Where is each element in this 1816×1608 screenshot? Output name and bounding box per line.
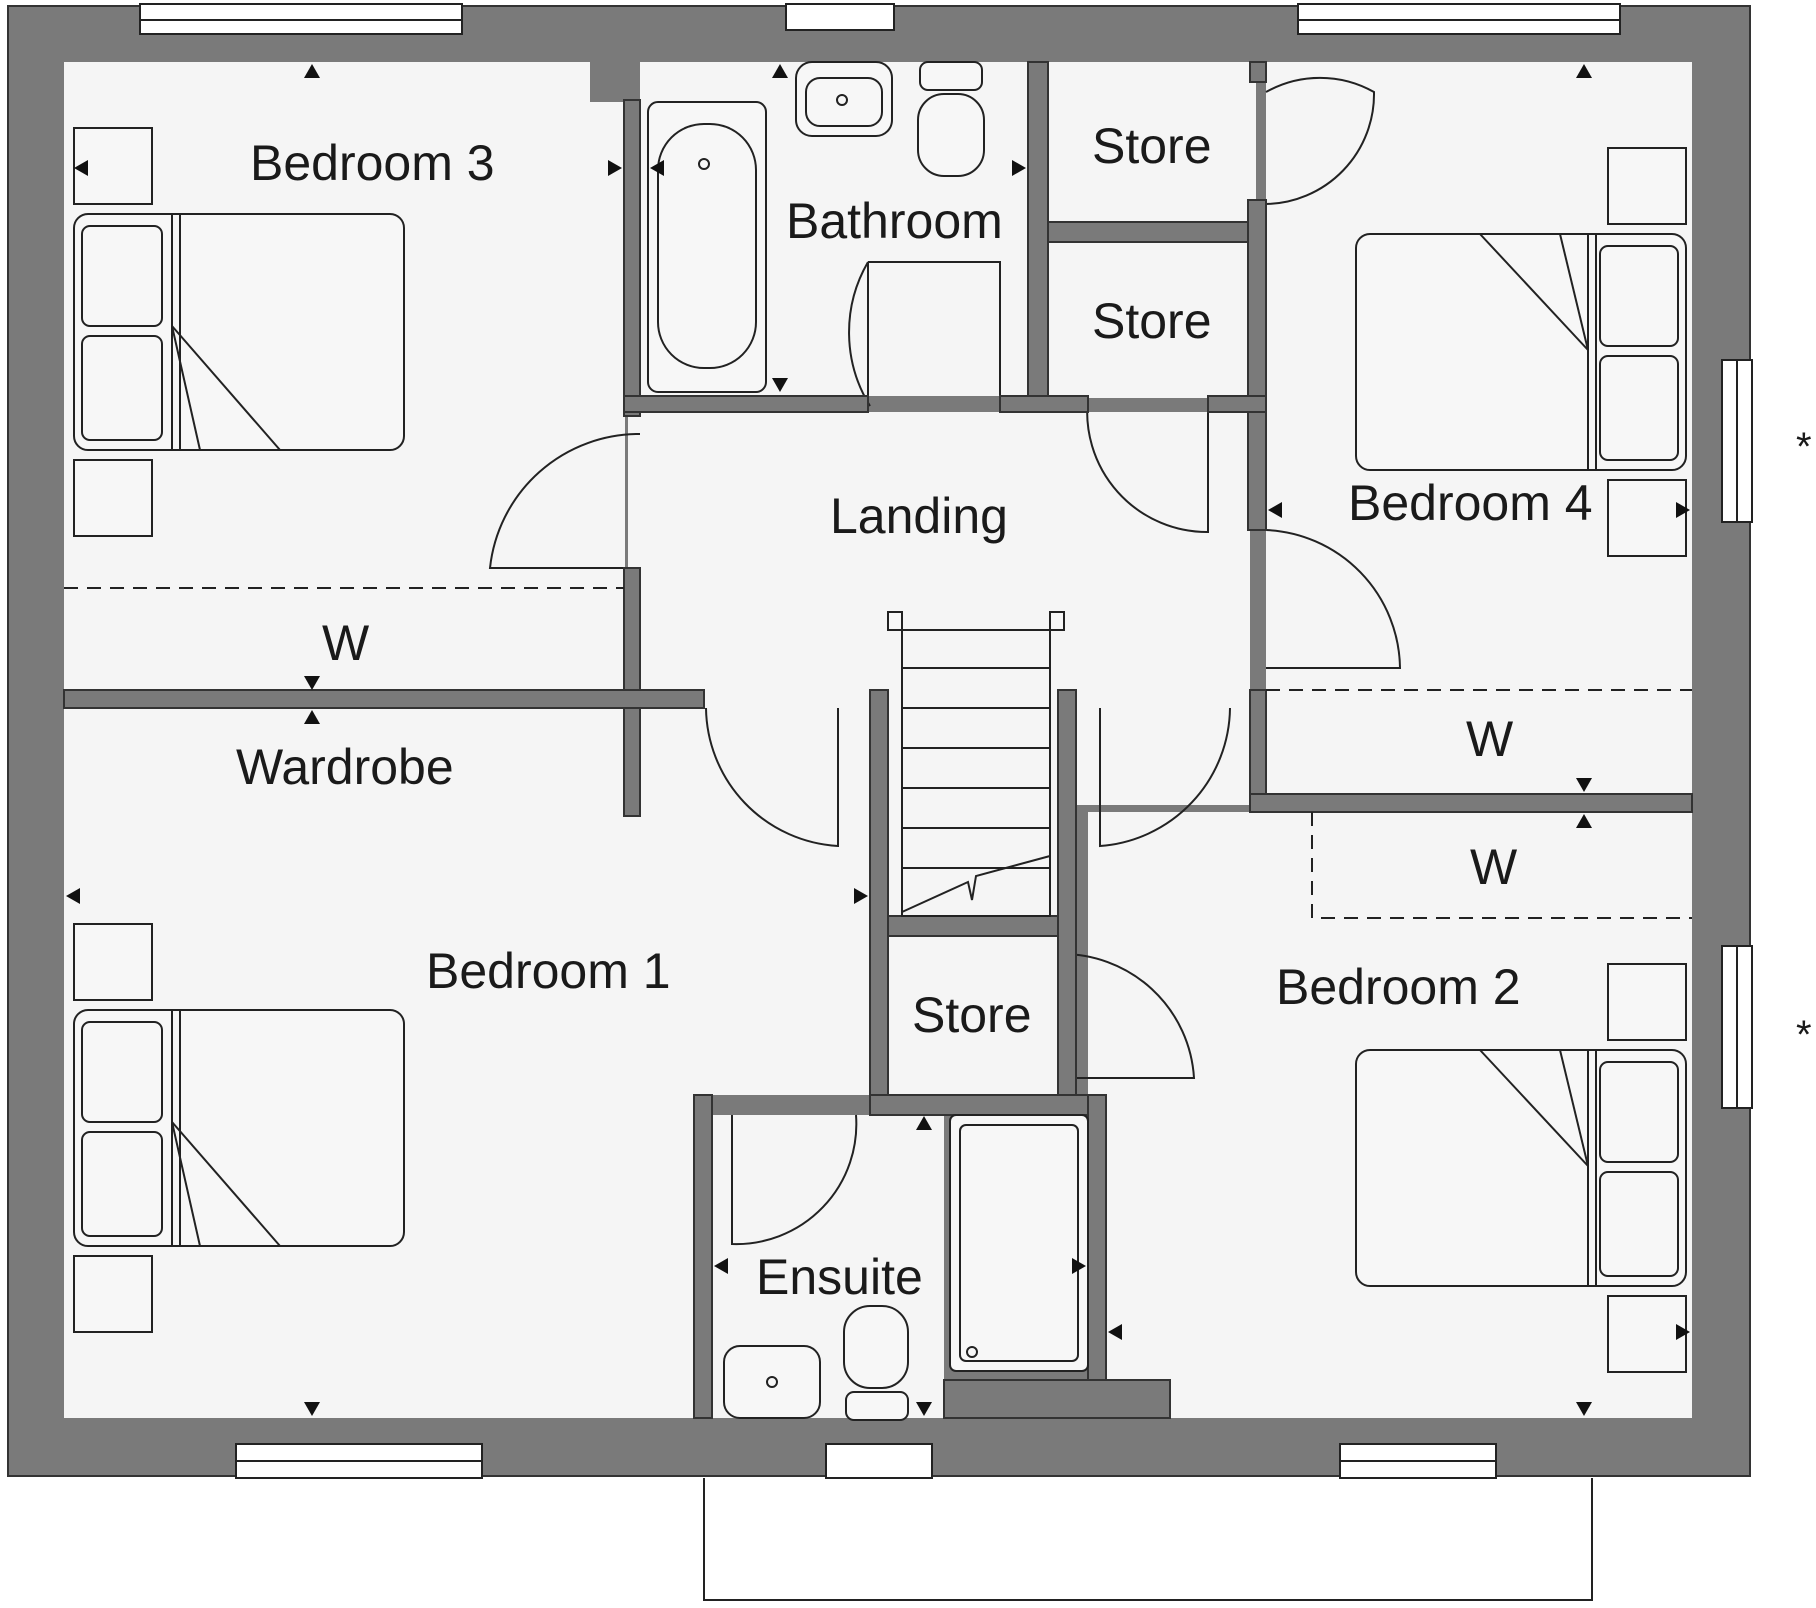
doors [488, 76, 1402, 1246]
pillow [81, 225, 163, 327]
label-bedroom-4: Bedroom 4 [1348, 475, 1593, 531]
staircase [887, 611, 1065, 917]
label-bedroom-3: Bedroom 3 [250, 135, 495, 191]
bedside-table [1607, 479, 1687, 557]
stair-outline [901, 629, 1051, 917]
label-store-mid: Store [1092, 293, 1212, 349]
interior-walls [63, 61, 1693, 1419]
door-store-top [1265, 76, 1376, 205]
door-store-mid [1086, 397, 1209, 534]
floor-store-top [1048, 62, 1256, 222]
label-bedroom-2: Bedroom 2 [1276, 959, 1521, 1015]
wall-stair-left [869, 689, 889, 1111]
bedroom-3-furniture [73, 127, 405, 537]
window [825, 1443, 933, 1479]
pillow [81, 1131, 163, 1237]
bedroom-2-furniture [1355, 963, 1687, 1373]
door-bedroom-2 [1099, 707, 1231, 848]
wall-store-bottom [1207, 395, 1267, 413]
door-bathroom [848, 261, 1001, 407]
bathroom-fixtures [647, 61, 985, 393]
label-ensuite: Ensuite [756, 1249, 923, 1305]
basin [795, 61, 893, 137]
stair-newel-right [1049, 611, 1065, 631]
bathtub-inner [657, 123, 757, 369]
stair-break-line [901, 855, 1051, 913]
pillow [81, 1021, 163, 1123]
pillow [1599, 245, 1679, 347]
floor-store-center [888, 936, 1058, 1094]
label-bedroom-1: Bedroom 1 [426, 943, 671, 999]
toilet-cistern [919, 61, 983, 91]
wall-ensuite-top [869, 1094, 1107, 1116]
toilet-bowl [843, 1305, 909, 1389]
toilet-cistern [845, 1391, 909, 1421]
wall-store-right [1247, 199, 1267, 531]
bedside-table [73, 459, 153, 537]
basin [723, 1345, 821, 1419]
label-w-right-1: W [1466, 711, 1514, 767]
stair-newel-left [887, 611, 903, 631]
bedroom-4-furniture [1355, 147, 1687, 557]
door-bedroom-4 [1265, 529, 1402, 669]
wall-ensuite-right [1087, 1094, 1107, 1396]
bedroom-1-furniture [73, 923, 405, 1333]
porch-outline [703, 1478, 1593, 1601]
pillow [81, 335, 163, 441]
wall-ensuite-step [943, 1379, 1171, 1419]
label-w-left: W [322, 615, 370, 671]
pillow [1599, 1061, 1679, 1163]
label-landing: Landing [830, 488, 1008, 544]
wall-stair-right [1057, 689, 1077, 1101]
wall-b4-left [1249, 61, 1267, 83]
door-ensuite [731, 1114, 858, 1246]
wardrobe-outlines [64, 587, 1692, 919]
bedside-table [73, 1255, 153, 1333]
pillow [1599, 1171, 1679, 1277]
floor-stairs [888, 628, 1058, 916]
wall-ensuite-left [693, 1094, 713, 1419]
wall-store-div [1047, 221, 1257, 243]
wall-stair-bottom [887, 915, 1059, 937]
wall-wardrobe-right [1249, 793, 1693, 813]
wall-b3-bath [623, 99, 641, 417]
bedside-table [73, 923, 153, 1001]
door-bedroom-3 [488, 432, 641, 569]
label-bathroom: Bathroom [786, 193, 1003, 249]
door-bedroom-1 [705, 707, 839, 848]
bedside-table [1607, 963, 1687, 1041]
asterisk-marker: * [1796, 1013, 1812, 1057]
dimension-markers [66, 64, 1690, 1416]
wall-bath-right [1027, 61, 1049, 413]
ensuite-fixtures [723, 1114, 1089, 1421]
label-wardrobe: Wardrobe [236, 739, 454, 795]
door-store-center [1059, 952, 1196, 1079]
window [785, 3, 895, 31]
wall-bath-right-bottom [999, 395, 1089, 413]
asterisk-marker: * [1796, 425, 1812, 469]
shower-tray [949, 1114, 1089, 1372]
room-labels: Bedroom 3 Bathroom Store Store Bedroom 4… [236, 118, 1593, 1305]
wall-b3-b1 [63, 689, 705, 709]
label-store-top: Store [1092, 118, 1212, 174]
pillow [1599, 355, 1679, 461]
label-store-center: Store [912, 987, 1032, 1043]
label-w-right-2: W [1470, 839, 1518, 895]
toilet-bowl [917, 93, 985, 177]
windows [139, 3, 1753, 1479]
bedside-table [1607, 1295, 1687, 1373]
floor-store-mid [1048, 242, 1248, 398]
floor-wardrobe [64, 708, 624, 814]
floor-wardrobe-right [1266, 690, 1692, 794]
floor-landing [628, 412, 1250, 805]
bedside-table [1607, 147, 1687, 225]
wall-bath-bottom [623, 395, 869, 413]
